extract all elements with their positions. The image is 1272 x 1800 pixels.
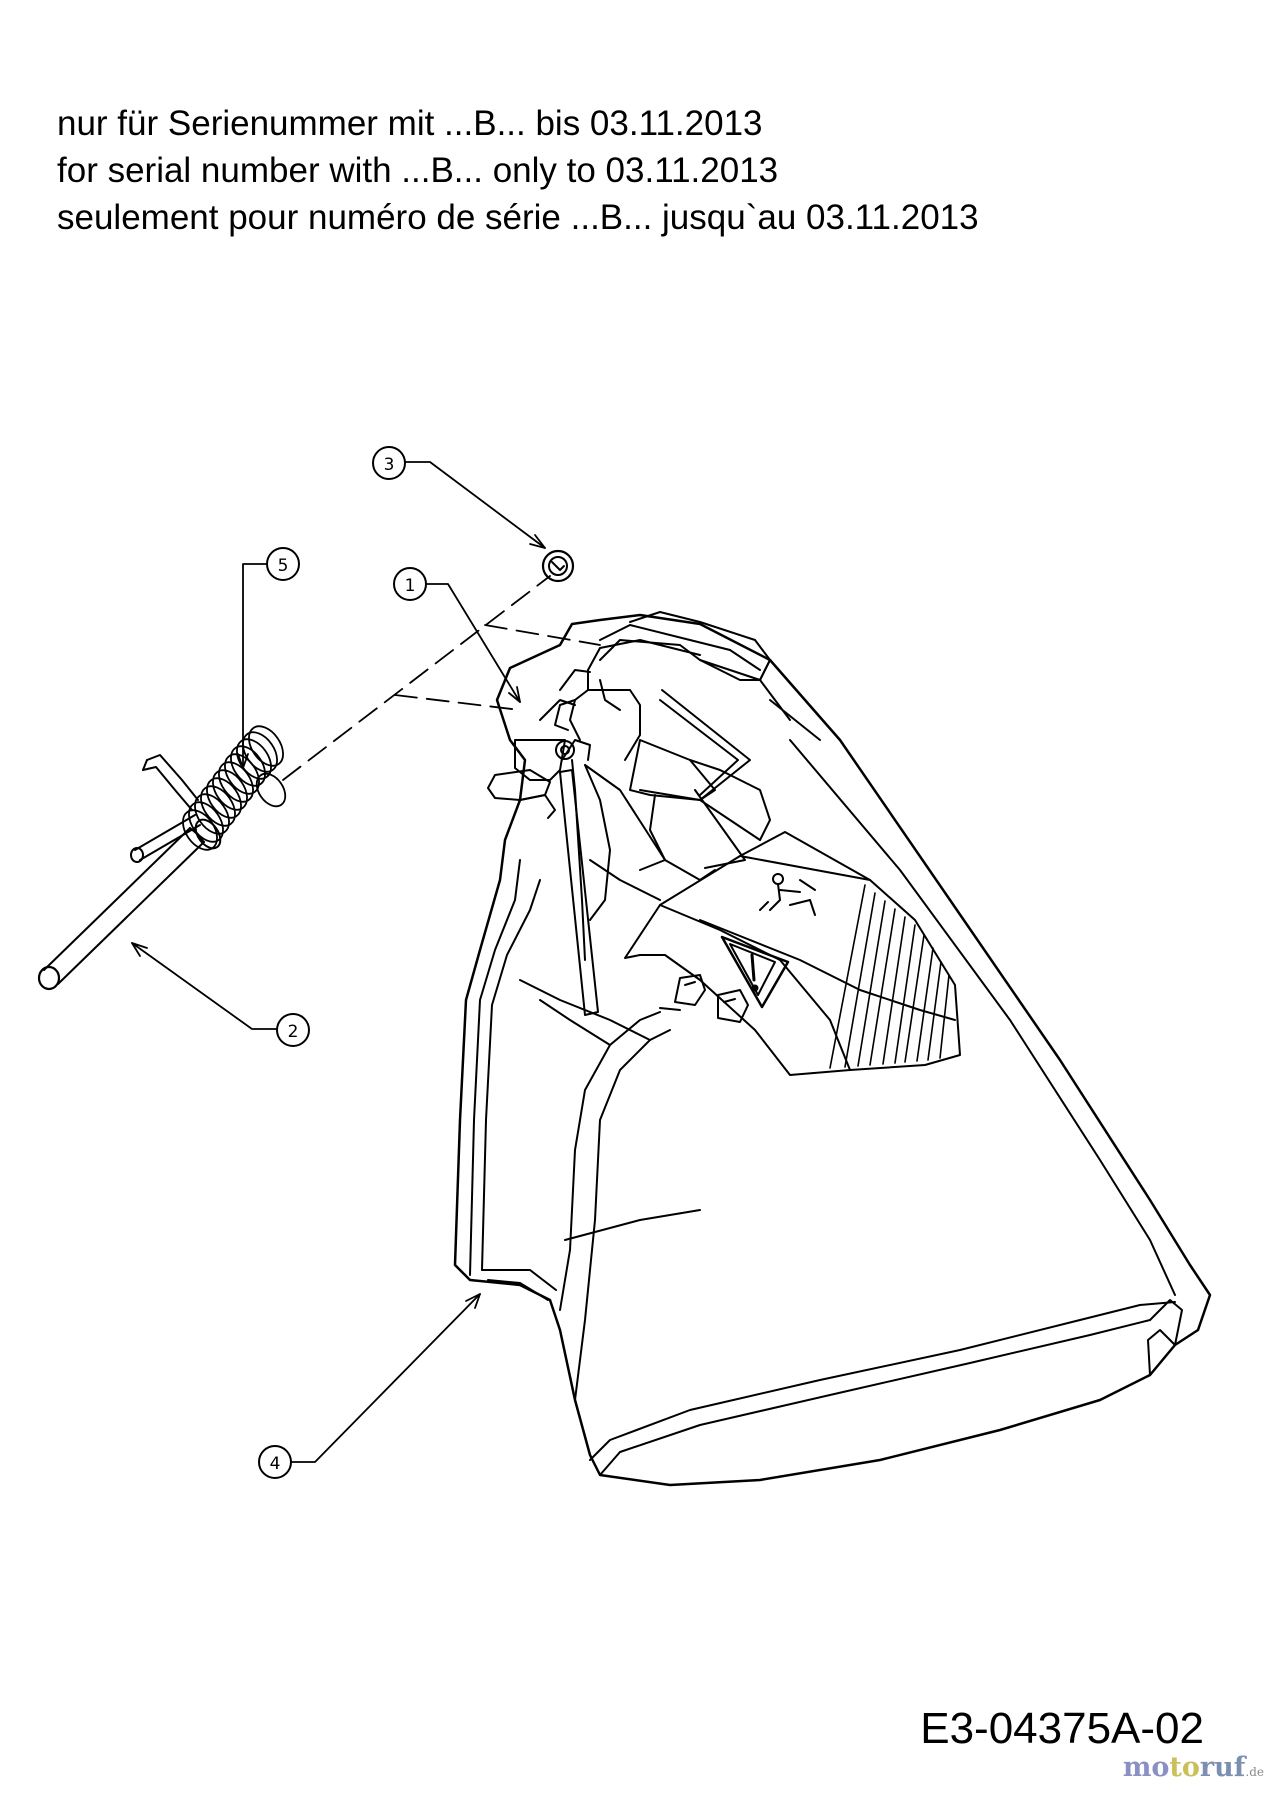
warning-triangle-icon — [720, 935, 790, 1009]
warning-label — [624, 831, 961, 1076]
callout-5: 5 — [266, 547, 300, 581]
leader-lines — [131, 461, 546, 1463]
callout-3: 3 — [372, 446, 406, 480]
hand-pictogram-icon — [659, 974, 749, 1023]
clip-washer — [541, 549, 575, 583]
assembly-lines — [282, 575, 601, 781]
watermark-part-b: to — [1169, 1752, 1200, 1783]
part-pin — [37, 827, 205, 991]
torsion-spring — [130, 725, 287, 863]
watermark-tld: .de — [1245, 1765, 1264, 1779]
callout-5-number: 5 — [278, 556, 289, 576]
spring-coils — [182, 725, 287, 851]
callout-2: 2 — [276, 1013, 310, 1047]
operator-pictogram-icon — [759, 873, 816, 916]
watermark-part-a: mo — [1122, 1752, 1170, 1783]
discharge-chute — [453, 613, 1212, 1487]
label-stripes — [829, 884, 950, 1069]
callout-1-number: 1 — [405, 576, 416, 596]
header-line-fr: seulement pour numéro de série ...B... j… — [57, 198, 979, 237]
flap-rod — [555, 739, 599, 1016]
header-line-de: nur für Serienummer mit ...B... bis 03.1… — [57, 104, 763, 143]
drawing-code: E3-04375A-02 — [920, 1704, 1204, 1753]
watermark-part-c: ruf — [1199, 1752, 1246, 1783]
header-text: nur für Serienummer mit ...B... bis 03.1… — [57, 100, 979, 241]
watermark-logo: motoruf.de — [1123, 1752, 1264, 1783]
callout-3-number: 3 — [384, 455, 395, 475]
callout-1: 1 — [393, 567, 427, 601]
callout-4: 4 — [258, 1445, 292, 1479]
callout-2-number: 2 — [288, 1022, 299, 1042]
header-line-en: for serial number with ...B... only to 0… — [57, 151, 779, 190]
callout-4-number: 4 — [270, 1454, 281, 1474]
